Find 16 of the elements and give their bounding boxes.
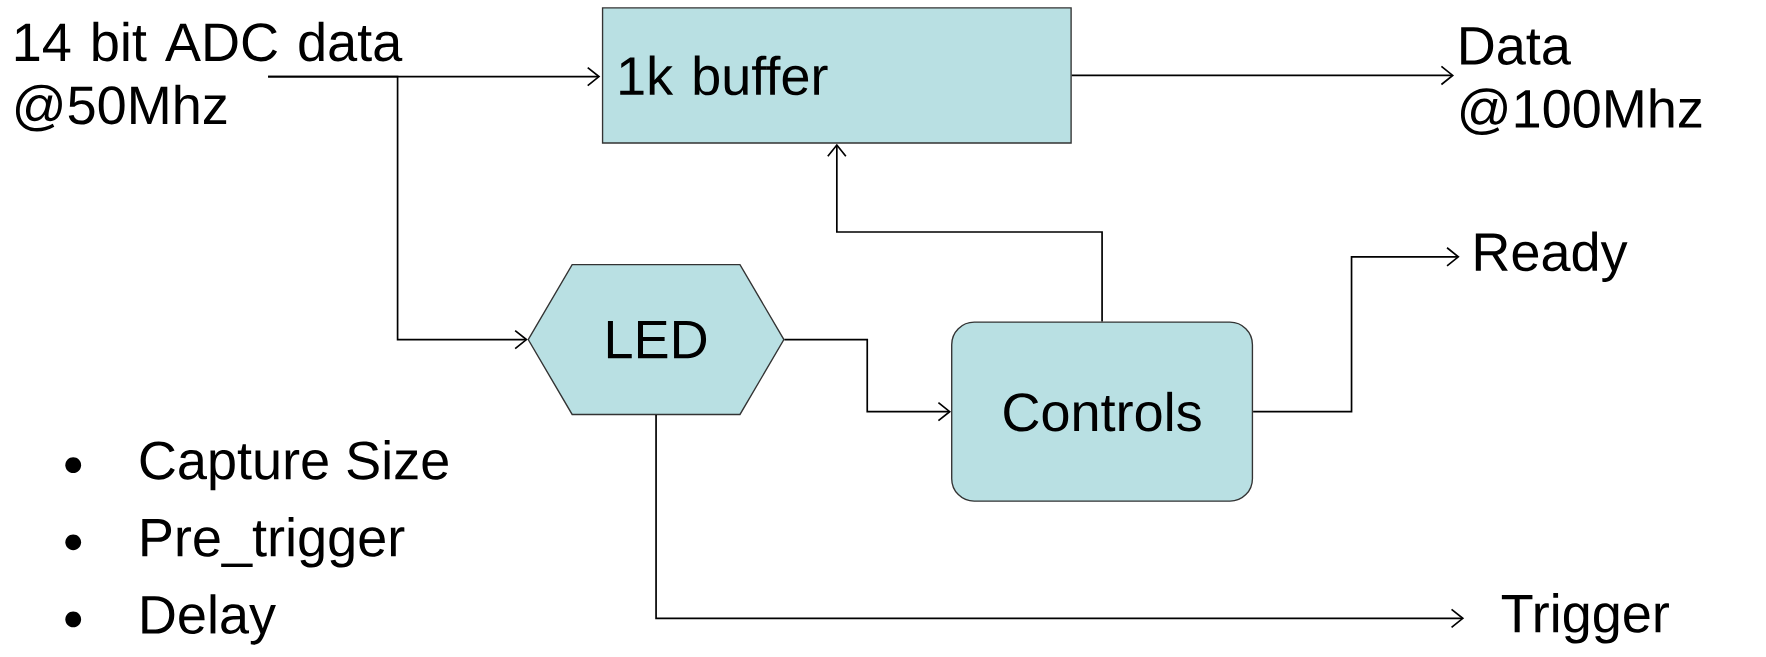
arrow bbox=[655, 414, 1465, 629]
list-item: Delay bbox=[142, 594, 276, 645]
signal-label: Data @100Mhz bbox=[1461, 27, 1702, 136]
signal-label: Trigger bbox=[1501, 593, 1669, 644]
arrow bbox=[1252, 247, 1460, 413]
buffer-box: 1k buffer bbox=[601, 7, 1072, 144]
arrow bbox=[827, 143, 1103, 323]
hexagon-block: LED bbox=[527, 264, 785, 416]
arrow bbox=[267, 75, 528, 350]
arrow bbox=[783, 338, 952, 422]
list-item: Capture Size bbox=[140, 440, 448, 491]
list-item: Pre_trigger bbox=[142, 517, 405, 568]
signal-label: 14 bit ADC data @50Mhz bbox=[15, 21, 403, 132]
control-box: Controls bbox=[951, 321, 1254, 503]
signal-label: Ready bbox=[1475, 231, 1628, 283]
arrow bbox=[1070, 65, 1455, 86]
